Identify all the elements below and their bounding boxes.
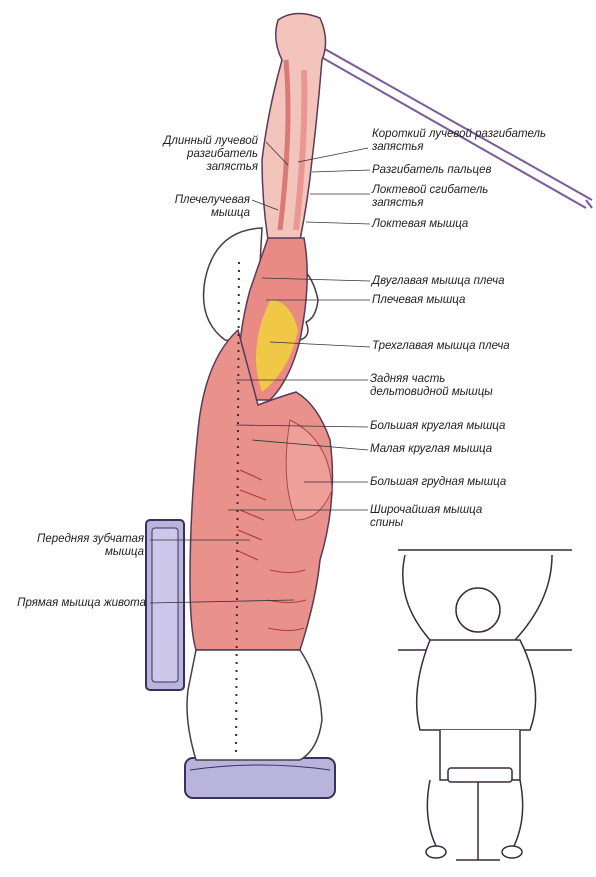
label-pectoralis-major: Большая грудная мышца	[370, 476, 507, 488]
label-serratus-anterior: Передняя зубчатая мышца	[37, 533, 144, 558]
label-latissimus: Широчайшая мышца спины	[370, 504, 483, 529]
leader-lines	[149, 141, 371, 604]
label-brachialis: Плечевая мышца	[372, 294, 466, 306]
label-posterior-deltoid: Задняя часть дельтовидной мышцы	[370, 373, 493, 398]
label-finger-extensor: Разгибатель пальцев	[372, 164, 492, 176]
label-biceps: Двуглавая мышца плеча	[372, 275, 505, 287]
seat	[184, 757, 336, 799]
pectoral	[285, 419, 333, 521]
label-teres-minor: Малая круглая мышца	[370, 443, 493, 455]
label-rectus-abdominis: Прямая мышца живота	[17, 597, 146, 609]
label-short-radial-extensor: Короткий лучевой разгибатель запястья	[372, 128, 547, 153]
label-triceps: Трехглавая мышца плеча	[372, 340, 510, 352]
inset-figure	[398, 549, 572, 861]
pulldown-bar	[299, 34, 593, 209]
label-ulnar-flexor: Локтевой сгибатель запястья	[372, 184, 489, 209]
label-long-radial-extensor: Длинный лучевой разгибатель запястья	[163, 135, 258, 173]
torso	[189, 328, 334, 651]
triceps-highlight	[256, 300, 298, 392]
back-pad	[145, 519, 185, 691]
label-teres-major: Большая круглая мышца	[370, 420, 506, 432]
label-anconeus: Локтевая мышца	[372, 218, 469, 230]
label-brachioradialis: Плечелучевая мышца	[174, 194, 250, 219]
forearm	[261, 12, 327, 241]
serratus-lines	[235, 469, 267, 561]
face-outline	[291, 261, 319, 341]
pants	[186, 649, 323, 761]
